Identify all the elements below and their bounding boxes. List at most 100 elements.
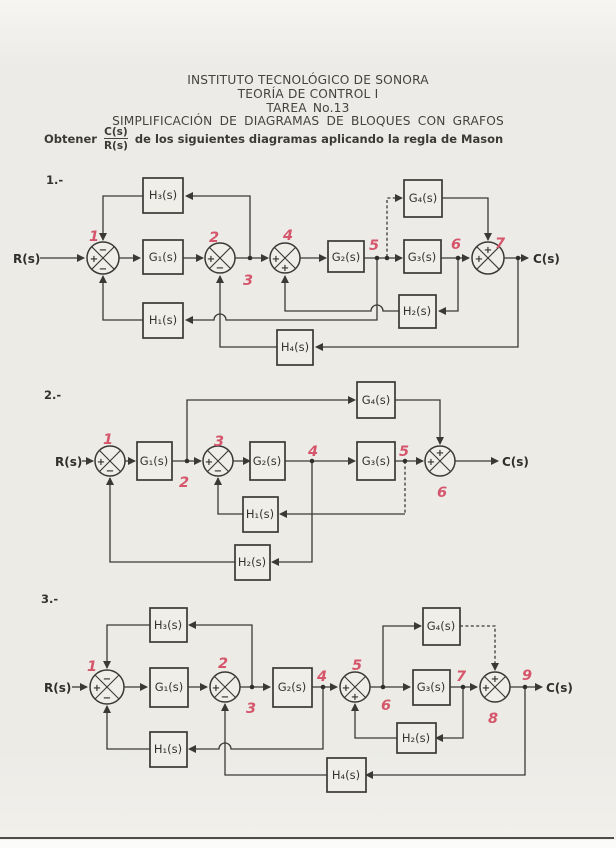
summing-junction-5: + +	[339, 671, 371, 703]
block-h2-label: H₂(s)	[402, 731, 430, 745]
block-g1-label: G₁(s)	[155, 680, 184, 694]
node-number-5: 5	[352, 658, 362, 674]
diagram-2-red-node-numbers: 1 2 3 4 5 6	[103, 432, 447, 501]
block-h1-label: H₁(s)	[154, 742, 182, 756]
block-g3: G₃(s)	[403, 239, 442, 274]
scan-paper-edge-line	[0, 837, 614, 839]
j3-sign-left: +	[205, 457, 213, 468]
header-topic: SIMPLIFICACIÓN DE DIAGRAMAS DE BLOQUES C…	[112, 114, 504, 128]
node-number-3: 3	[214, 434, 224, 450]
summing-junction-4: + +	[269, 242, 301, 274]
block-h4: H₄(s)	[326, 757, 367, 793]
summing-junction-1: + −	[94, 445, 126, 477]
j7-sign-top: +	[484, 245, 492, 256]
block-g4-label: G₄(s)	[427, 619, 456, 633]
block-g4: G₄(s)	[422, 607, 461, 646]
j1-sign-bottom: −	[106, 466, 114, 477]
diagram-2-nodes	[184, 458, 408, 464]
diagram-1-red-node-numbers: 1 2 3 4 5 6 7	[89, 228, 506, 289]
node-number-7: 7	[495, 236, 506, 252]
diagram-2: 2.- + − + − + +	[44, 381, 529, 581]
summing-junction-2: + −	[204, 242, 236, 274]
diagram-3-input-label: R(s)	[44, 681, 71, 695]
header-course: TEORÍA DE CONTROL I	[237, 87, 379, 101]
j6-sign-top: +	[436, 448, 444, 459]
j6-sign-left: +	[427, 457, 435, 468]
diagram-1: 1.- + − −	[13, 173, 560, 366]
diagram-3-wires	[72, 621, 543, 779]
diagram-2-label: 2.-	[44, 388, 61, 402]
j1-sign-left: +	[93, 683, 101, 694]
block-h3: H₃(s)	[149, 607, 188, 643]
block-h3-label: H₃(s)	[154, 618, 182, 632]
block-g2-label: G₂(s)	[253, 454, 282, 468]
diagram-3-nodes	[249, 684, 528, 690]
summing-junction-7: + +	[471, 241, 505, 275]
fraction-numerator: C(s)	[104, 126, 128, 138]
diagram-1-output-label: C(s)	[533, 252, 560, 266]
summing-junction-8: + +	[479, 671, 511, 703]
node-number-2: 2	[218, 656, 228, 672]
node-number-9: 9	[522, 668, 532, 684]
diagram-3-red-node-numbers: 1 2 3 4 5 6 7 8 9	[87, 656, 532, 727]
node-number-6: 6	[451, 237, 461, 253]
block-g1: G₁(s)	[142, 239, 184, 275]
header-institute: INSTITUTO TECNOLÓGICO DE SONORA	[187, 73, 429, 87]
j8-sign-left: +	[482, 683, 490, 694]
node-number-2: 2	[179, 475, 189, 491]
block-g4-label: G₄(s)	[409, 191, 438, 205]
fraction-denominator: R(s)	[103, 138, 128, 153]
diagram-2-input-label: R(s)	[55, 455, 82, 469]
block-h2-label: H₂(s)	[403, 304, 431, 318]
block-g4: G₄(s)	[403, 179, 443, 218]
node-number-6: 6	[381, 698, 391, 714]
diagram-3-label: 3.-	[41, 592, 58, 606]
summing-junction-1: + − −	[89, 669, 125, 705]
summing-junction-2: + −	[209, 671, 241, 703]
block-g4: G₄(s)	[356, 381, 396, 419]
block-g1-label: G₁(s)	[140, 454, 169, 468]
block-h2: H₂(s)	[234, 544, 271, 581]
block-g3-label: G₃(s)	[362, 454, 391, 468]
summing-junction-1: + − −	[86, 241, 120, 275]
diagram-1-input-label: R(s)	[13, 252, 40, 266]
j4-sign-left: +	[272, 254, 280, 265]
node-number-1: 1	[103, 432, 113, 448]
block-h1-label: H₁(s)	[149, 313, 177, 327]
node-number-4: 4	[282, 228, 293, 244]
block-h1: H₁(s)	[149, 731, 188, 768]
block-h2: H₂(s)	[398, 294, 437, 329]
block-g3-label: G₃(s)	[408, 250, 437, 264]
j1-sign-left: +	[90, 254, 98, 265]
header-assignment: TAREA No.13	[266, 101, 350, 115]
diagram-2-output-label: C(s)	[502, 455, 529, 469]
j5-sign-left: +	[342, 683, 350, 694]
diagram-1-nodes	[247, 255, 521, 261]
block-g3-label: G₃(s)	[417, 680, 446, 694]
j1-sign-bottom: −	[99, 264, 107, 275]
j2-sign-left: +	[207, 254, 215, 265]
block-g3: G₃(s)	[412, 669, 451, 706]
block-h1-label: H₁(s)	[246, 507, 274, 521]
block-g2: G₂(s)	[327, 240, 365, 273]
j8-sign-top: +	[491, 674, 499, 685]
j2-sign-bottom: −	[221, 692, 229, 703]
node-number-1: 1	[89, 229, 99, 245]
j2-sign-left: +	[212, 683, 220, 694]
node-number-5: 5	[399, 444, 409, 460]
j4-sign-bottom: +	[281, 263, 289, 274]
summing-junction-6: + +	[424, 445, 456, 477]
block-g4-label: G₄(s)	[362, 393, 391, 407]
block-g2-label: G₂(s)	[278, 680, 307, 694]
node-number-3: 3	[246, 701, 256, 717]
summing-junction-3: + −	[202, 445, 234, 477]
block-g1-label: G₁(s)	[149, 250, 178, 264]
instruction-suffix: de los siguientes diagramas aplicando la…	[134, 132, 504, 147]
j3-sign-bottom: −	[214, 466, 222, 477]
diagram-2-wires	[82, 396, 499, 566]
block-h1: H₁(s)	[242, 496, 279, 533]
node-number-4: 4	[307, 444, 318, 460]
node-number-8: 8	[488, 711, 498, 727]
node-number-6: 6	[437, 485, 447, 501]
